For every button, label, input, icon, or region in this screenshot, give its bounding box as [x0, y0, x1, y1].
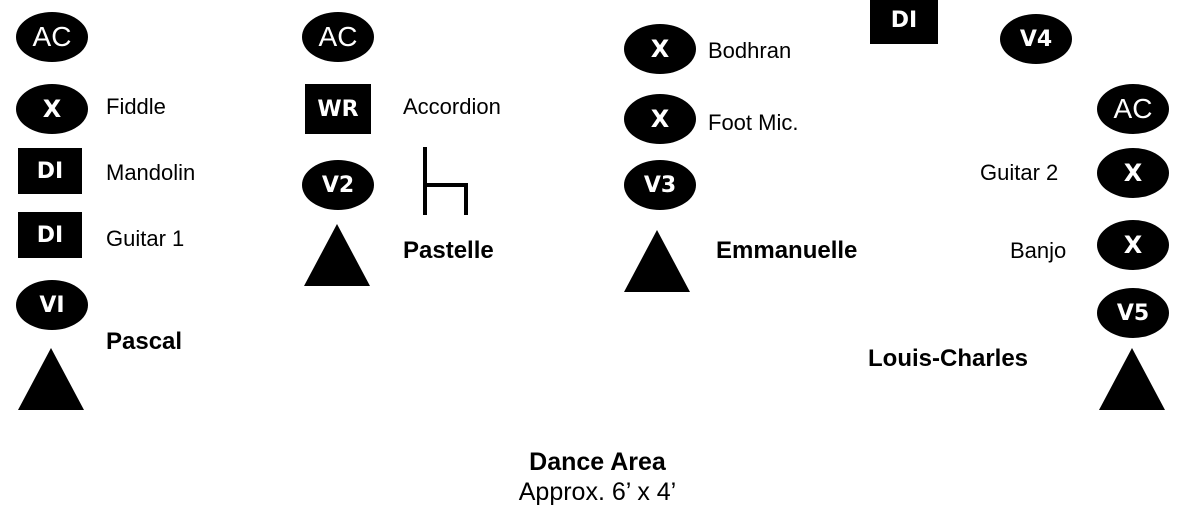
vocal-mic-v4-icon: V4	[1000, 14, 1072, 64]
input-label-accordion: Accordion	[403, 94, 501, 119]
monitor-wedge-icon	[624, 230, 690, 292]
input-label-guitar-1: Guitar 1	[106, 226, 185, 251]
dance-area-title: Dance Area	[529, 448, 666, 476]
di-box-icon: DI	[18, 148, 82, 194]
vocal-mic-v1-icon: VI	[16, 280, 88, 330]
input-label-foot-mic: Foot Mic.	[708, 110, 799, 135]
ac-outlet-louis-charles: AC	[1097, 84, 1169, 134]
input-label-banjo: Banjo	[1010, 238, 1067, 263]
dance-area-size: Approx. 6’ x 4’	[518, 478, 677, 506]
input-label-mandolin: Mandolin	[106, 160, 196, 185]
vocal-mic-v2-icon: V2	[302, 160, 374, 210]
wireless-receiver-icon: WR	[305, 84, 371, 134]
input-label-bodhran: Bodhran	[708, 38, 792, 63]
chair-icon	[423, 147, 468, 215]
xlr-mic-icon: X	[624, 94, 696, 144]
vocal-mic-v3-icon: V3	[624, 160, 696, 210]
xlr-mic-icon: X	[16, 84, 88, 134]
xlr-mic-icon: X	[1097, 220, 1169, 270]
ac-outlet-pascal: AC	[16, 12, 88, 62]
musician-name-emmanuelle: Emmanuelle	[716, 237, 858, 264]
ac-outlet-pastelle: AC	[302, 12, 374, 62]
vocal-mic-v5-icon: V5	[1097, 288, 1169, 338]
input-label-fiddle: Fiddle	[106, 94, 166, 119]
musician-name-louis-charles: Louis-Charles	[868, 345, 1029, 372]
musician-name-pascal: Pascal	[106, 328, 183, 355]
monitor-wedge-icon	[18, 348, 84, 410]
di-box-icon: DI	[870, 0, 938, 44]
xlr-mic-icon: X	[624, 24, 696, 74]
xlr-mic-icon: X	[1097, 148, 1169, 198]
di-box-icon: DI	[18, 212, 82, 258]
monitor-wedge-icon	[1099, 348, 1165, 410]
monitor-wedge-icon	[304, 224, 370, 286]
musician-name-pastelle: Pastelle	[403, 237, 494, 264]
input-label-guitar-2: Guitar 2	[980, 160, 1059, 185]
